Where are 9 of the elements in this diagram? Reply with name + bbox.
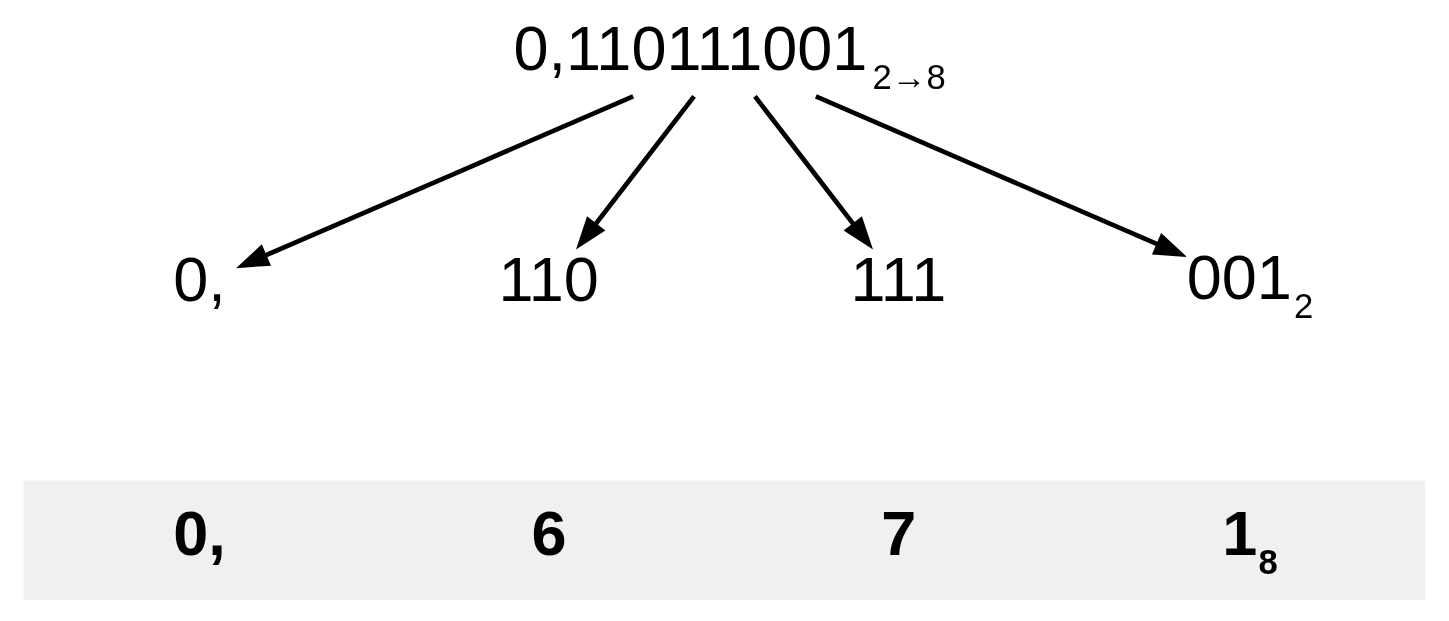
arrow xyxy=(576,94,696,250)
arrow xyxy=(753,94,873,250)
node-text: 001$_{2}$ xyxy=(1186,242,1314,326)
node-text: 110 xyxy=(498,244,599,315)
node-text: 111 xyxy=(850,244,947,315)
arrow xyxy=(814,94,1187,257)
node-text: 0, xyxy=(173,244,226,315)
node-text: 0,110111001$_{2→8}$ xyxy=(513,12,946,96)
arrow xyxy=(236,94,635,269)
